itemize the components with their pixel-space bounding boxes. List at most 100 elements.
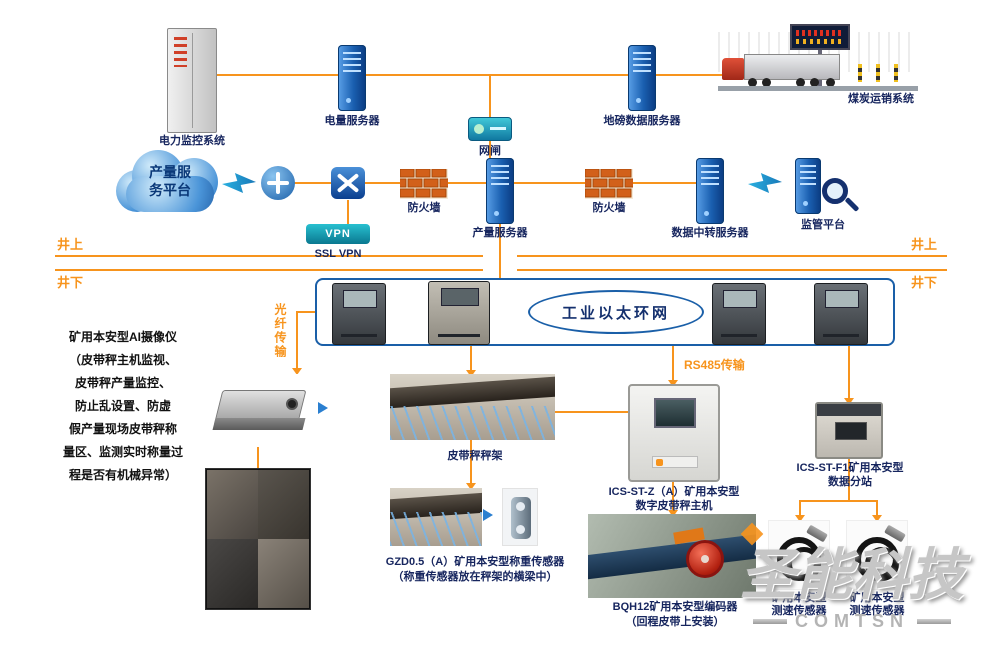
cloud-platform-icon: 产量服务平台	[116, 150, 224, 214]
ring-label: 工业以太环网	[561, 304, 670, 322]
host-logo	[652, 456, 698, 468]
connector	[366, 74, 628, 76]
connector	[499, 224, 501, 278]
arrow-down-icon	[872, 515, 882, 522]
watermark-brand: 圣能科技	[740, 545, 964, 607]
sensor-left-label-line1: 矿用本安型	[771, 592, 827, 604]
encoder-label-line2: （回程皮带上安装）	[625, 616, 725, 628]
surface-divider-line	[517, 269, 947, 271]
loadcell-label-line2: （称重传感器放在秤架的横梁中）	[392, 571, 558, 583]
truck-wheel	[762, 78, 771, 87]
magnifier-handle-icon	[844, 197, 860, 212]
led-display	[790, 24, 850, 50]
sensor-cable-coil	[855, 537, 899, 581]
surface-label-left: 井上	[56, 237, 83, 252]
conveyor-belt	[390, 375, 555, 409]
truck-wheel	[796, 78, 805, 87]
cabinet-led-panel	[174, 37, 187, 67]
camera-lens-icon	[286, 398, 298, 410]
connector	[848, 346, 850, 402]
connector	[876, 500, 878, 519]
vendor-watermark: 圣能科技 COMTSN	[722, 522, 982, 632]
vpn-text: VPN	[325, 228, 351, 240]
mine-substation-device	[712, 283, 766, 345]
connector	[672, 346, 674, 384]
connector	[799, 500, 878, 502]
weighbridge-server-label: 地磅数据服务器	[603, 115, 681, 127]
truck-wheel	[826, 78, 835, 87]
firewall-label: 防火墙	[592, 202, 626, 214]
surface-divider-line	[55, 269, 483, 271]
connector	[848, 459, 850, 501]
arrow-right-icon	[483, 509, 493, 521]
speed-sensor-image	[768, 520, 830, 590]
connector	[448, 182, 486, 184]
host-label-line2: 数字皮带秤主机	[635, 500, 713, 512]
arrow-down-icon	[292, 368, 302, 375]
connector	[294, 182, 332, 184]
truck-wheel	[748, 78, 757, 87]
load-cell-belt-image	[390, 488, 482, 546]
cctv-cell	[207, 470, 258, 539]
belt-scale-image	[390, 374, 555, 440]
production-server-icon	[486, 158, 514, 224]
ssl-vpn-label: SSL VPN	[314, 248, 362, 260]
watermark-bar	[917, 619, 951, 624]
camera-view-image	[205, 468, 311, 610]
cloud-platform-label: 产量服务平台	[149, 164, 191, 199]
encoder-label-line1: BQH12矿用本安型编码器	[612, 601, 738, 613]
connector	[555, 411, 629, 413]
power-monitor-cabinet	[167, 28, 217, 133]
connector	[257, 447, 259, 469]
substation-label-line2: 数据分站	[828, 476, 872, 488]
substation-top-strip	[817, 404, 881, 416]
connector	[347, 200, 349, 224]
lightning-link-icon	[748, 173, 782, 193]
camera-note-line: （皮带秤主机监视、	[68, 353, 177, 367]
arrow-down-icon	[466, 483, 476, 490]
firewall-icon	[576, 168, 640, 199]
connector	[489, 74, 491, 118]
arrow-down-icon	[466, 370, 476, 377]
barrier-post	[894, 64, 898, 82]
router-icon	[261, 166, 295, 200]
belt-scale-label: 皮带秤秤架	[447, 450, 503, 462]
arrow-right-icon	[318, 402, 328, 414]
load-cell-body	[511, 497, 531, 539]
connector	[470, 440, 472, 487]
load-cell-image	[502, 488, 538, 546]
weighbridge-server-icon	[628, 45, 656, 111]
surface-divider-line	[55, 255, 483, 257]
barrier-post	[858, 64, 862, 82]
vpn-device: VPN	[306, 224, 370, 244]
watermark-bar	[753, 619, 787, 624]
belt-scale-host-image	[628, 384, 720, 482]
arrow-down-icon	[668, 510, 678, 517]
rs485-link-label: RS485传输	[684, 358, 745, 372]
firewall-icon	[391, 168, 455, 199]
camera-note-line: 矿用本安型AI摄像仪	[68, 330, 177, 344]
switch-icon	[331, 167, 365, 199]
camera-note-line: 假产量现场皮带秤称	[68, 422, 177, 436]
power-server-icon	[338, 45, 366, 111]
industrial-ethernet-ring: 工业以太环网	[528, 290, 704, 334]
network-gate-icon	[468, 117, 512, 141]
camera-note-line: 防止乱设置、防虚	[74, 399, 171, 413]
camera-note-line: 皮带秤产量监控、	[74, 376, 171, 390]
magnifier-icon	[822, 178, 848, 204]
truck-wheel	[810, 78, 819, 87]
camera-base	[212, 418, 306, 430]
power-server-label: 电量服务器	[324, 115, 380, 127]
connector	[672, 482, 674, 514]
network-gate-label: 网闸	[479, 145, 501, 157]
connector	[633, 182, 696, 184]
encoder-image	[588, 514, 756, 598]
lightning-link-icon	[222, 173, 256, 193]
arrow-down-icon	[668, 380, 678, 387]
connector	[514, 182, 585, 184]
data-substation-image	[815, 402, 883, 459]
surface-divider-line	[517, 255, 947, 257]
host-screen	[654, 398, 696, 428]
barrier-post	[876, 64, 880, 82]
sensor-cable-coil	[777, 537, 821, 581]
